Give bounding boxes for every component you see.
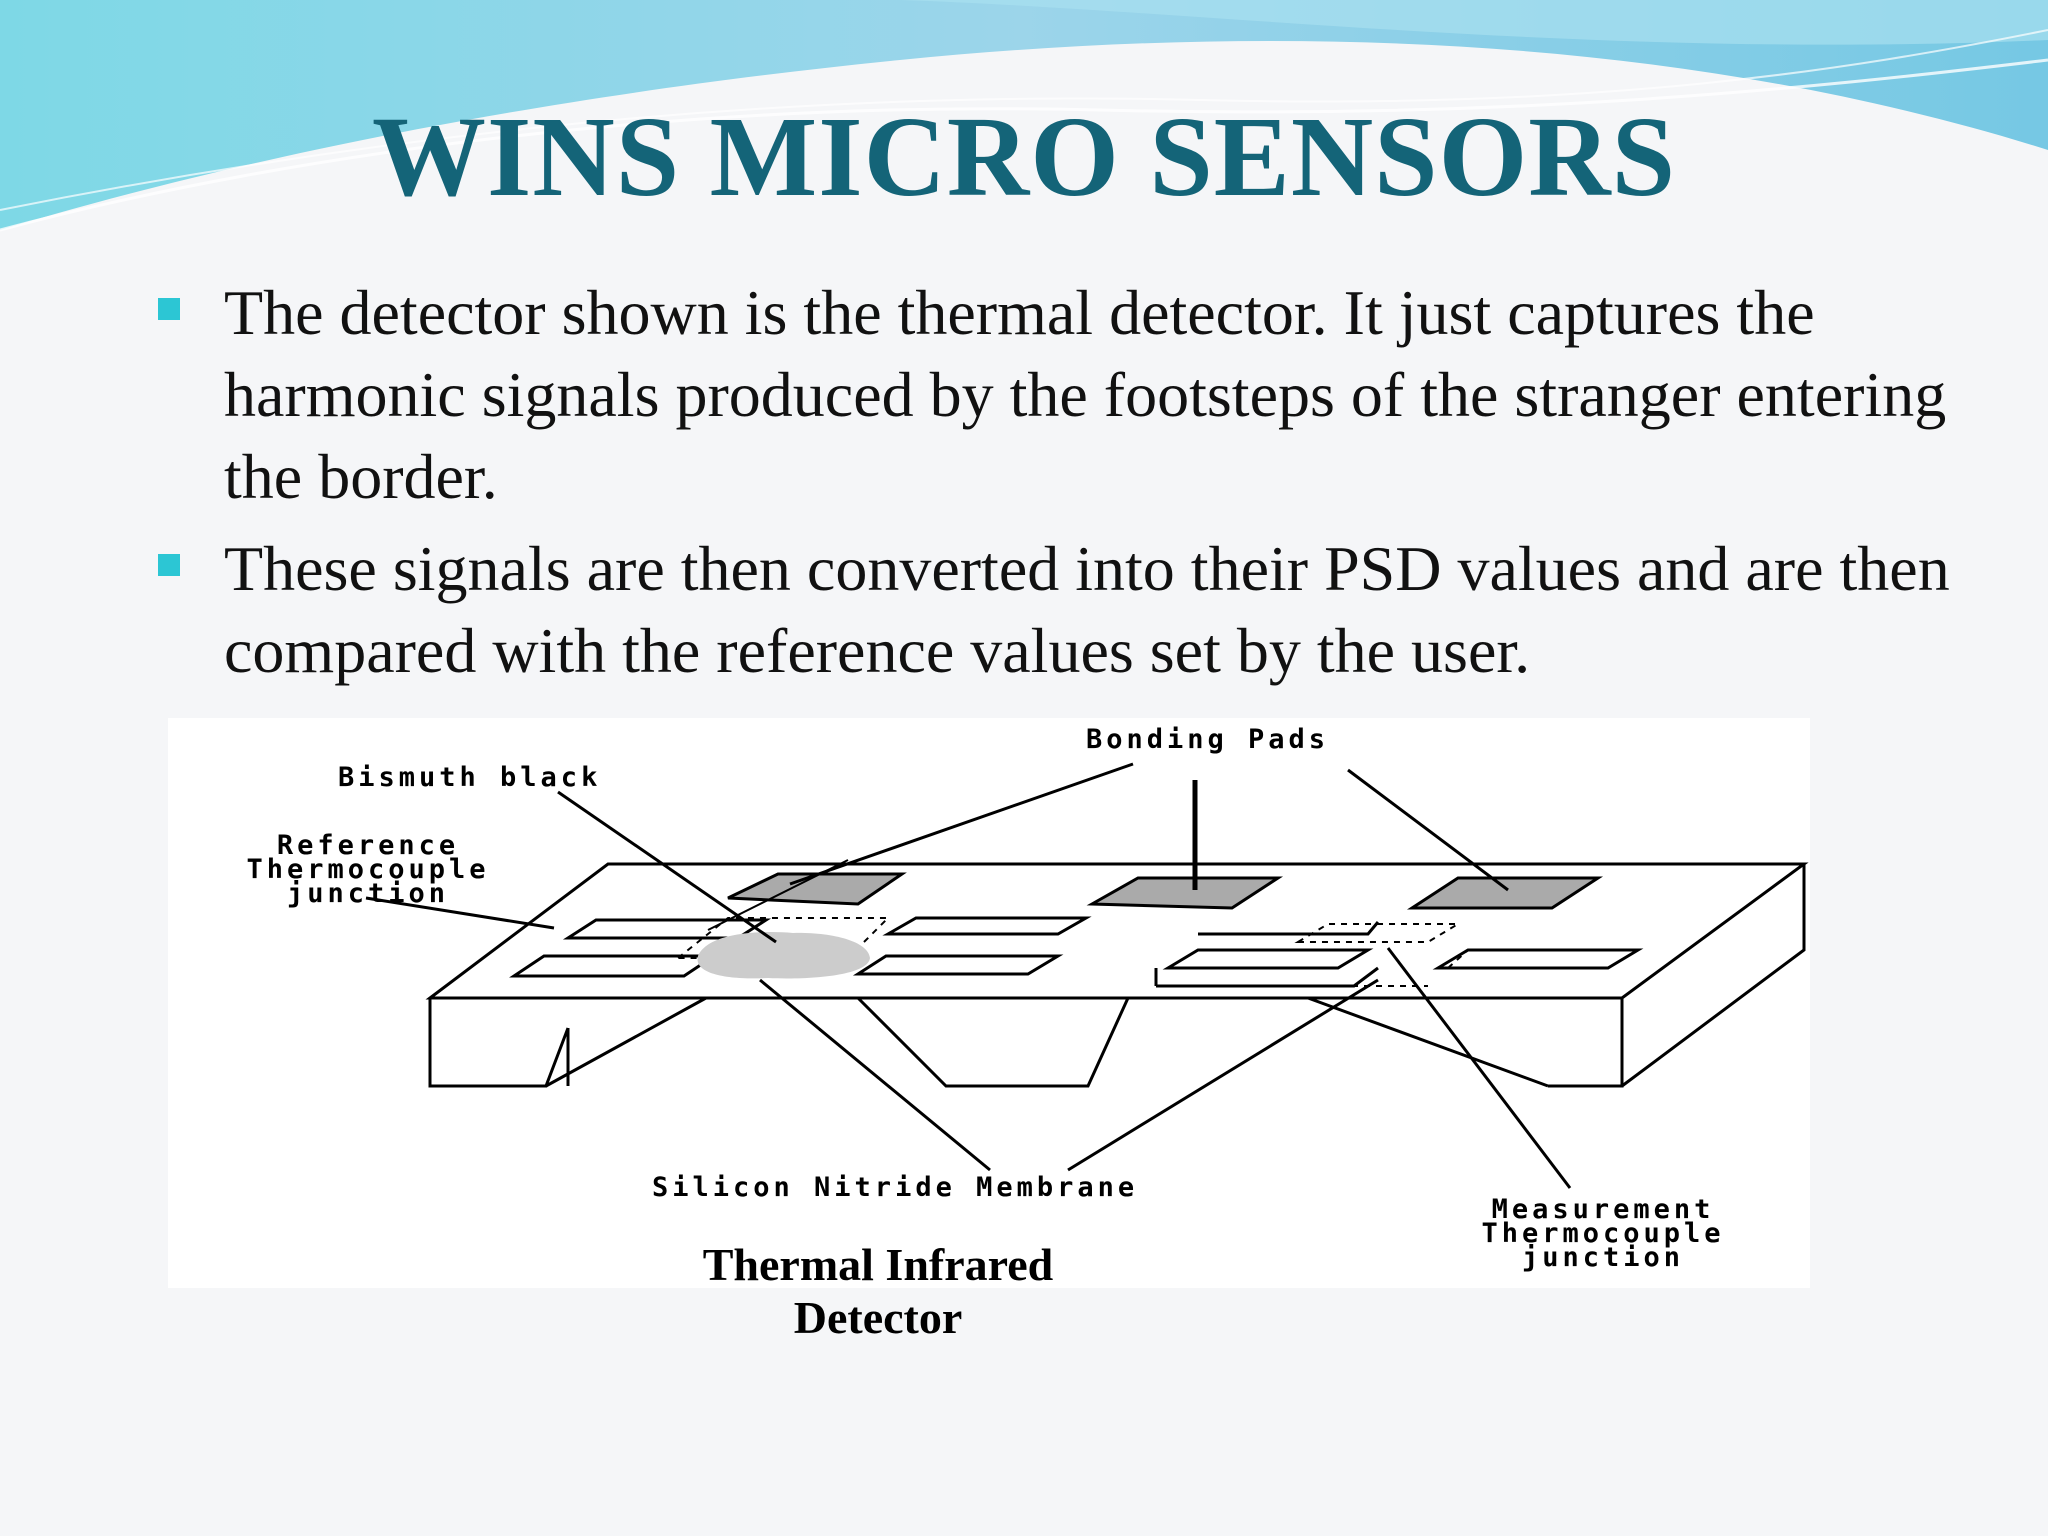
label-measurement-junction: Measurement Thermocouple junction — [1481, 1194, 1725, 1273]
leader-line — [789, 762, 1134, 886]
etched-pit-right — [1307, 996, 1549, 1088]
leader-line — [557, 790, 777, 944]
substrate-top — [425, 862, 1809, 1000]
substrate-front — [428, 864, 1806, 1088]
leader-line — [365, 896, 555, 930]
square-bullet-icon — [158, 298, 180, 320]
bismuth-black-area — [697, 932, 870, 979]
bullet-item: The detector shown is the thermal detect… — [150, 272, 1950, 518]
strip — [562, 918, 772, 940]
detector-drawing — [365, 762, 1809, 1189]
label-reference-junction: Reference Thermocouple junction — [246, 830, 490, 909]
leader-line — [1386, 947, 1572, 1189]
bonding-pad-right — [1406, 876, 1604, 910]
strip — [1432, 948, 1644, 970]
bonding-pad-middle — [1086, 876, 1284, 910]
bonding-pad-left — [727, 872, 907, 906]
leader-line — [759, 978, 991, 1172]
membrane-dashed-right — [1268, 923, 1469, 987]
etched-pit-left — [545, 996, 707, 1088]
slide-title: WINS MICRO SENSORS — [372, 93, 1676, 220]
bullet-text: The detector shown is the thermal detect… — [224, 277, 1947, 512]
label-bonding-pads: Bonding Pads — [1086, 724, 1330, 755]
strip — [882, 916, 1092, 936]
square-bullet-icon — [158, 554, 180, 576]
figure-caption: Thermal Infrared Detector — [702, 1239, 1054, 1343]
leader-line — [707, 859, 849, 931]
strip — [1162, 948, 1374, 970]
thermal-detector-diagram: Bonding Pads Bismuth black Reference The… — [168, 718, 1810, 1343]
background-wave-decoration — [0, 0, 2048, 232]
bullet-text: These signals are then converted into th… — [224, 533, 1950, 686]
leader-line — [1067, 978, 1379, 1172]
label-silicon-nitride-membrane: Silicon Nitride Membrane — [652, 1172, 1139, 1203]
label-bismuth-black: Bismuth black — [338, 762, 602, 793]
etched-pit-middle — [856, 996, 1130, 1088]
strip — [852, 954, 1064, 976]
bullet-item: These signals are then converted into th… — [150, 528, 1950, 692]
leader-line — [1347, 768, 1509, 892]
bullet-list: The detector shown is the thermal detect… — [150, 272, 1950, 702]
